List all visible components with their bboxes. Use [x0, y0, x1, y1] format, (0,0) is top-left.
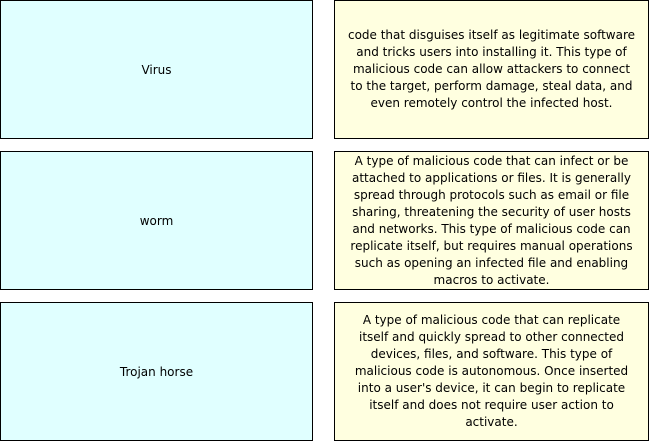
- definition-text: A type of malicious code that can replic…: [354, 313, 629, 429]
- definition-text: code that disguises itself as legitimate…: [347, 28, 636, 110]
- term-box-worm[interactable]: worm: [0, 151, 313, 290]
- term-label: Trojan horse: [119, 364, 194, 379]
- definition-box-2[interactable]: A type of malicious code that can infect…: [334, 151, 649, 290]
- definition-text: A type of malicious code that can infect…: [350, 153, 633, 287]
- definition-box-1[interactable]: code that disguises itself as legitimate…: [334, 0, 649, 139]
- term-label: Virus: [141, 62, 172, 77]
- definition-box-3[interactable]: A type of malicious code that can replic…: [334, 302, 649, 441]
- term-box-trojan-horse[interactable]: Trojan horse: [0, 302, 313, 441]
- term-box-virus[interactable]: Virus: [0, 0, 313, 139]
- term-label: worm: [139, 213, 174, 228]
